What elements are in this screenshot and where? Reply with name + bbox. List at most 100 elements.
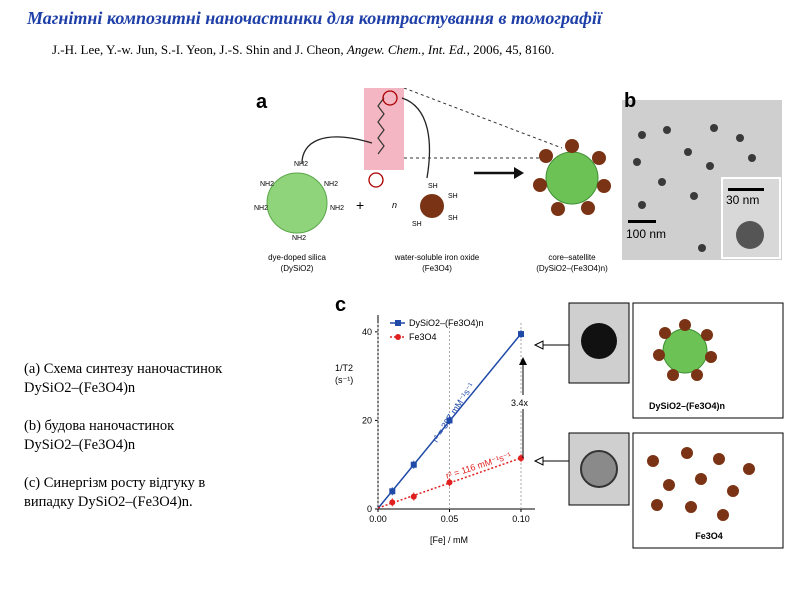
sh-group-2: SH (448, 193, 458, 200)
mri-phantom-dark (581, 323, 617, 359)
inset-free-particle (695, 473, 707, 485)
sh-group-3: SH (412, 221, 422, 228)
inset-free-particle (713, 453, 725, 465)
satellite-particle (597, 179, 611, 193)
sh-group-1: SH (428, 183, 438, 190)
particle-cluster (706, 162, 714, 170)
inset-bottom-label: Fe3O4 (695, 531, 723, 541)
ratio-label-bg (507, 395, 539, 409)
slide-title: Магнітні композитні наночастинки для кон… (27, 8, 602, 28)
scale-label-inset: 30 nm (726, 193, 759, 207)
data-point (518, 331, 524, 338)
legend-label-1: DySiO2–(Fe3O4)n (409, 318, 484, 328)
caption-c: (c) Синергізм росту відгуку в випадку Dy… (24, 474, 324, 512)
figure-caption: (a) Схема синтезу наночастинок DySiO2–(F… (24, 360, 324, 531)
particle-cluster (748, 154, 756, 162)
particle-cluster (658, 178, 666, 186)
nh2-group-1: NH2 (294, 161, 308, 168)
inset-free-particle (647, 455, 659, 467)
data-point (446, 417, 453, 424)
nh2-group-2: NH2 (260, 181, 274, 188)
satellite-particle (592, 151, 606, 165)
nhs-ring (368, 172, 384, 188)
product-label: core–satellite (548, 253, 596, 262)
reference-rest: , 2006, 45, 8160. (466, 42, 555, 57)
y-axis-label-line2: (s⁻¹) (335, 375, 353, 385)
inset-satellite (667, 369, 679, 381)
inset-free-particle (717, 509, 729, 521)
y-axis-label-line1: 1/T2 (335, 363, 353, 373)
y-tick-label: 40 (362, 327, 372, 337)
legend: DySiO2–(Fe3O4)n Fe3O4 (390, 318, 484, 342)
satellite-particle (551, 202, 565, 216)
scale-bar-main (628, 220, 656, 223)
x-axis-label: [Fe] / mM (430, 535, 468, 545)
ratio-label: 3.4x (511, 398, 529, 408)
particle-cluster (663, 126, 671, 134)
particle-cluster (736, 134, 744, 142)
inset-satellite (679, 319, 691, 331)
data-point (446, 479, 453, 486)
iron-label: water-soluble iron oxide (394, 253, 480, 262)
data-point (410, 461, 417, 468)
legend-marker-2 (395, 334, 401, 340)
x-tick-label: 0.00 (369, 514, 387, 524)
maleimide-ring (382, 90, 398, 106)
silica-label: dye-doped silica (268, 253, 326, 262)
particle-cluster (638, 201, 646, 209)
inset-satellite (705, 351, 717, 363)
reference-authors: J.-H. Lee, Y.-w. Jun, S.-I. Yeon, J.-S. … (52, 42, 347, 57)
n-multiplier: n (392, 200, 397, 210)
satellite-particle (539, 149, 553, 163)
inset-particle (736, 221, 764, 249)
nh2-group-4: NH2 (254, 205, 268, 212)
iron-oxide-particle (420, 194, 444, 218)
particle-inset-bottom (632, 432, 784, 549)
ratio-arrowhead (519, 357, 527, 365)
arrow-to-silica (301, 136, 373, 164)
satellite-particle (565, 139, 579, 153)
data-point (389, 499, 396, 506)
caption-b-line2: DySiO2–(Fe3O4)n (24, 437, 136, 453)
caption-a-line1: (a) Схема синтезу наночастинок (24, 361, 223, 377)
satellite-particles (533, 139, 611, 216)
inset-free-particle (727, 485, 739, 497)
silica-formula: (DySiO2) (281, 264, 314, 273)
tem-image-panel-b: 100 nm 30 nm b (622, 90, 782, 260)
caption-b-line1: (b) будова наночастинок (24, 418, 175, 434)
nh2-group-5: NH2 (330, 205, 344, 212)
caption-c-line1: (c) Синергізм росту відгуку в (24, 475, 206, 491)
caption-a-line2: DySiO2–(Fe3O4)n (24, 380, 136, 396)
satellite-particle (533, 178, 547, 192)
particle-cluster (690, 192, 698, 200)
iron-formula: (Fe3O4) (422, 264, 452, 273)
particle-cluster (698, 244, 706, 252)
inset-free-particle (663, 479, 675, 491)
pointer-top-head (533, 340, 544, 350)
inset-top-label: DySiO2–(Fe3O4)n (649, 401, 725, 411)
data-point (410, 493, 417, 500)
particle-cluster (710, 124, 718, 132)
sh-group-4: SH (448, 215, 458, 222)
x-tick-label: 0.05 (441, 514, 459, 524)
particle-cluster (638, 131, 646, 139)
tem-image: 100 nm 30 nm (622, 100, 782, 260)
silica-sphere (266, 172, 328, 234)
inset-satellites (653, 319, 717, 381)
y-tick-label: 20 (362, 415, 372, 425)
caption-c-line2: випадку DySiO2–(Fe3O4)n. (24, 494, 193, 510)
legend-marker-1 (395, 320, 401, 326)
caption-b: (b) будова наночастинок DySiO2–(Fe3O4)n (24, 417, 324, 455)
inset-free-particles (647, 447, 755, 521)
arrow-to-iron (401, 97, 431, 179)
plus-sign: + (356, 197, 364, 213)
fit-label-2: r² = 116 mM⁻¹s⁻¹ (445, 450, 513, 481)
x-tick-label: 0.10 (512, 514, 530, 524)
core-satellite-core (545, 151, 599, 205)
legend-label-2: Fe3O4 (409, 332, 437, 342)
particle-clusters (633, 124, 756, 252)
linker-chain (377, 97, 385, 155)
panel-b-label: b (624, 90, 637, 112)
panel-a-label: a (256, 91, 268, 113)
